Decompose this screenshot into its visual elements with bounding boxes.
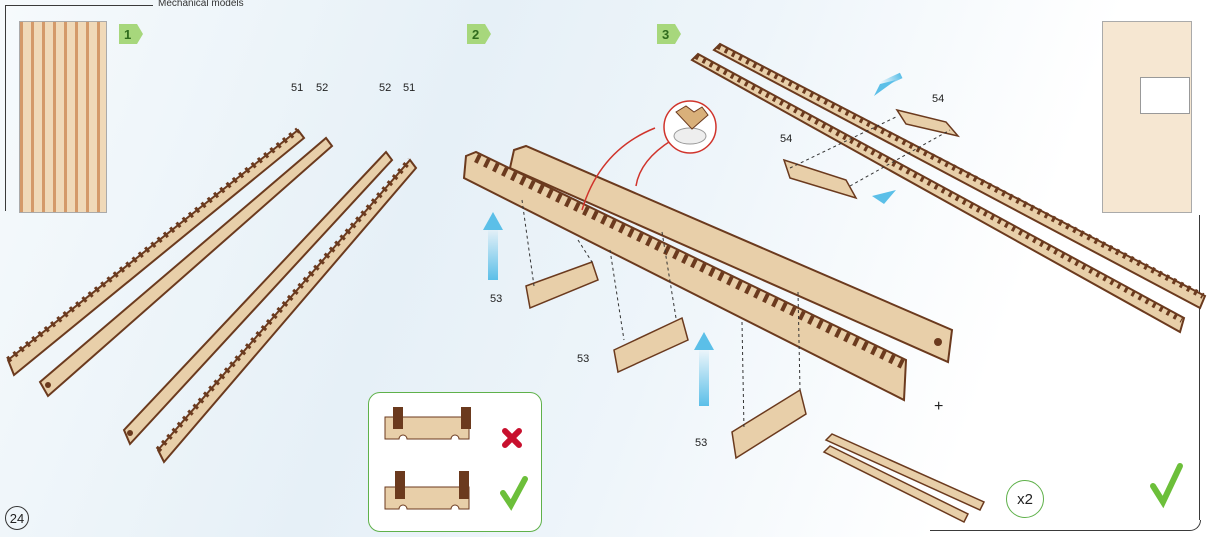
step1-rack-51-right bbox=[155, 158, 418, 464]
section-title: Mechanical models bbox=[158, 0, 244, 9]
step2-spacers bbox=[525, 261, 807, 460]
step3-lower-rack bbox=[690, 52, 1186, 334]
final-check-icon bbox=[1150, 463, 1183, 509]
correct-orientation-spacer bbox=[384, 471, 470, 510]
step2-bar bbox=[508, 144, 954, 364]
part-label-53-c: 53 bbox=[695, 437, 708, 449]
part-label-54-a: 54 bbox=[932, 93, 945, 105]
right-frame-line bbox=[1199, 215, 1200, 520]
page-number: 24 bbox=[5, 506, 29, 530]
glue-pointer-right bbox=[635, 139, 673, 187]
step1-bar-52-left bbox=[38, 136, 334, 398]
step2-rack bbox=[462, 150, 908, 402]
wrong-orientation-spacer bbox=[384, 407, 471, 440]
hint-illustration bbox=[384, 407, 528, 511]
sheet-thumbnail-left bbox=[19, 21, 107, 213]
sheet-thumbnail-blank-area bbox=[1140, 77, 1190, 114]
step-3-badge: 3 bbox=[657, 24, 681, 44]
part-label-53-a: 53 bbox=[490, 293, 503, 305]
sheet-thumbnail-right bbox=[1102, 21, 1192, 213]
glue-pot-icon bbox=[663, 100, 717, 154]
step1-bar-52-right bbox=[122, 150, 394, 446]
part-label-51-b: 51 bbox=[403, 82, 416, 94]
cross-icon bbox=[502, 428, 522, 448]
part-label-51-a: 51 bbox=[291, 82, 304, 94]
step-1-badge: 1 bbox=[119, 24, 143, 44]
part-label-53-b: 53 bbox=[577, 353, 590, 365]
plus-sign: + bbox=[934, 398, 944, 415]
small-racks-pair bbox=[822, 433, 986, 524]
left-frame-line bbox=[5, 5, 6, 211]
step1-rack-51-left bbox=[6, 127, 306, 377]
quantity-multiplier-badge: x2 bbox=[1006, 480, 1044, 518]
step-2-badge: 2 bbox=[467, 24, 491, 44]
step3-upper-rack bbox=[712, 42, 1207, 310]
check-icon bbox=[500, 476, 528, 511]
step3-arrows bbox=[872, 72, 903, 204]
step3-dashed-guides bbox=[789, 115, 951, 187]
part-label-52-a: 52 bbox=[316, 82, 329, 94]
part-label-54-b: 54 bbox=[780, 133, 793, 145]
orientation-hint-box bbox=[368, 392, 542, 532]
step3-spacers bbox=[782, 108, 961, 200]
part-label-52-b: 52 bbox=[379, 82, 392, 94]
step2-up-arrows bbox=[483, 212, 714, 406]
top-frame-line bbox=[5, 5, 153, 6]
step2-dashed-guides bbox=[521, 199, 801, 431]
glue-pointer-left bbox=[581, 127, 656, 211]
